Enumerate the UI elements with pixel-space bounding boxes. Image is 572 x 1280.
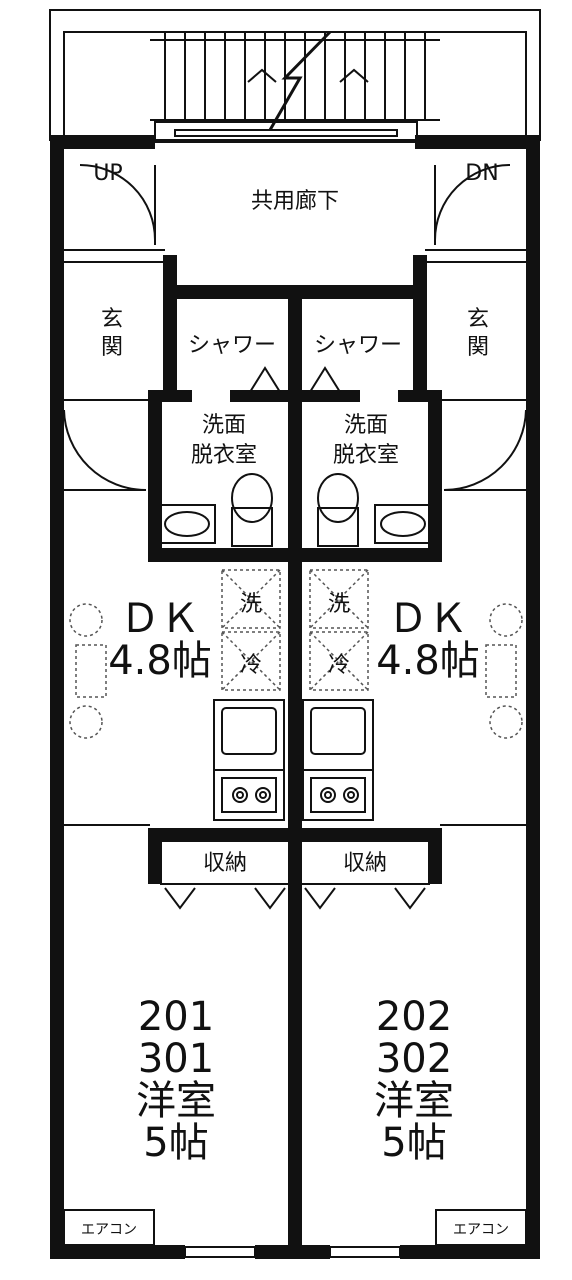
walls bbox=[50, 135, 540, 1259]
room-number-left: 301 bbox=[138, 1036, 214, 1082]
dk-label-left: ＤＫ bbox=[120, 596, 200, 642]
kitchen-sink-right-icon bbox=[302, 699, 374, 771]
genkan-label-left: 関 bbox=[101, 335, 123, 360]
stove-left-icon bbox=[213, 769, 285, 821]
room-number-right: 302 bbox=[376, 1036, 452, 1082]
stair-down-label: DN bbox=[465, 161, 498, 186]
stair-treads bbox=[150, 32, 440, 121]
stair-up-label: UP bbox=[93, 161, 122, 186]
dining-set-right bbox=[485, 603, 523, 739]
washroom-label-left: 洗面 bbox=[202, 413, 246, 438]
genkan-label-right: 関 bbox=[467, 335, 489, 360]
toilet-left-icon bbox=[231, 473, 273, 547]
genkan-label-left: 玄 bbox=[101, 307, 123, 332]
stove-right-icon bbox=[302, 769, 374, 821]
fridge-mark: 冷 bbox=[240, 653, 262, 678]
kitchen-sink-left-icon bbox=[213, 699, 285, 771]
washroom-label-right: 脱衣室 bbox=[333, 443, 399, 468]
dk-size-right: 4.8帖 bbox=[376, 638, 480, 684]
dk-size-left: 4.8帖 bbox=[108, 638, 212, 684]
aircon-label-left: エアコン bbox=[81, 1222, 137, 1238]
sink-left-icon bbox=[159, 504, 216, 544]
room-size-left: 5帖 bbox=[143, 1120, 208, 1166]
stair-area bbox=[49, 9, 541, 143]
fridge-mark: 冷 bbox=[328, 653, 350, 678]
washer-space-right: 洗 bbox=[309, 569, 369, 629]
corridor-label: 共用廊下 bbox=[251, 189, 339, 214]
room-number-left: 201 bbox=[138, 994, 214, 1040]
washer-space-left: 洗 bbox=[221, 569, 281, 629]
washroom-label-right: 洗面 bbox=[344, 413, 388, 438]
room-type-right: 洋室 bbox=[374, 1078, 454, 1124]
washer-mark: 洗 bbox=[240, 592, 262, 617]
stair-break-line bbox=[268, 30, 332, 131]
dining-set-left bbox=[69, 603, 107, 739]
shower-label-left: シャワー bbox=[188, 333, 276, 358]
shower-label-right: シャワー bbox=[314, 333, 402, 358]
toilet-right-icon bbox=[317, 473, 359, 547]
sink-right-icon bbox=[374, 504, 431, 544]
storage-label-left: 収納 bbox=[203, 851, 247, 876]
storage-label-right: 収納 bbox=[343, 851, 387, 876]
fridge-space-right: 冷 bbox=[309, 631, 369, 691]
genkan-label-right: 玄 bbox=[467, 307, 489, 332]
washroom-label-left: 脱衣室 bbox=[191, 443, 257, 468]
aircon-label-right: エアコン bbox=[453, 1222, 509, 1238]
room-size-right: 5帖 bbox=[381, 1120, 446, 1166]
dk-label-right: ＤＫ bbox=[388, 596, 468, 642]
room-number-right: 202 bbox=[376, 994, 452, 1040]
door-swings bbox=[63, 164, 527, 910]
washer-mark: 洗 bbox=[328, 592, 350, 617]
room-type-left: 洋室 bbox=[136, 1078, 216, 1124]
fridge-space-left: 冷 bbox=[221, 631, 281, 691]
thin-lines bbox=[63, 249, 527, 1258]
